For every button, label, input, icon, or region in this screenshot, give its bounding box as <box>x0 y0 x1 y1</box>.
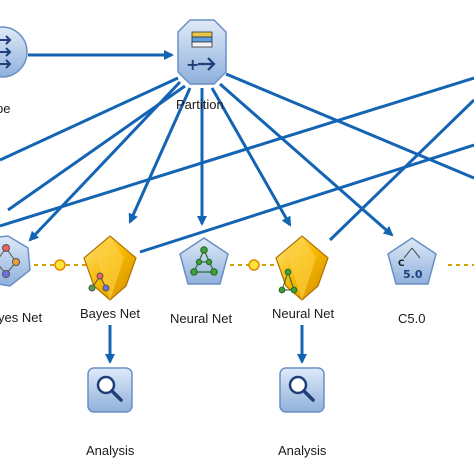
bayes-net-nugget-node[interactable]: Bayes Net <box>80 235 140 321</box>
neural-net-nugget-icon <box>278 268 298 294</box>
magnifier-icon <box>96 375 123 402</box>
c50-model-shape[interactable] <box>387 237 437 285</box>
partition-node-label: Partition <box>176 97 224 112</box>
analysis-node-2-label: Analysis <box>278 443 327 458</box>
edge-partition-to-right-offscreen <box>225 72 474 180</box>
edge-partition-to-c50 <box>219 82 394 237</box>
edge-right-to-neural-nugget <box>328 98 474 242</box>
link-bayes-star <box>54 259 66 271</box>
type-icon <box>0 35 12 69</box>
edge-right-to-left <box>0 76 474 228</box>
bayes-net-nugget-icon <box>88 272 110 292</box>
edge-right-to-bayes-nugget <box>139 143 474 254</box>
model-links <box>34 259 474 271</box>
bayes-net-model-node[interactable]: yes Net <box>0 235 42 325</box>
edge-partition-to-bayes-nugget <box>128 87 192 224</box>
bayes-net-nugget-label: Bayes Net <box>80 306 140 321</box>
type-node[interactable]: pe <box>0 26 28 116</box>
edge-partition-to-neural-nugget <box>210 87 292 227</box>
partition-node-shape[interactable] <box>177 19 227 85</box>
neural-net-icon <box>190 246 218 276</box>
neural-net-model-node[interactable]: Neural Net <box>170 237 233 326</box>
edge-partition-to-neural-model-a <box>7 84 186 212</box>
analysis-node-1[interactable]: Analysis <box>86 367 135 458</box>
svg-text:C: C <box>398 259 405 269</box>
c50-model-node[interactable]: C 5.0 C5.0 <box>387 237 437 326</box>
analysis-node-2[interactable]: Analysis <box>278 367 327 458</box>
edges <box>0 50 474 364</box>
analysis-node-1-label: Analysis <box>86 443 135 458</box>
neural-net-model-label: Neural Net <box>170 311 233 326</box>
neural-net-model-shape[interactable] <box>179 237 229 285</box>
bayes-net-icon <box>0 244 20 278</box>
type-node-label: pe <box>0 101 10 116</box>
partition-node[interactable]: + Partition <box>176 19 227 112</box>
magnifier-icon <box>288 375 315 402</box>
c50-model-label: C5.0 <box>398 311 425 326</box>
neural-net-nugget-label: Neural Net <box>272 306 335 321</box>
neural-net-nugget-node[interactable]: Neural Net <box>272 235 335 321</box>
decision-tree-icon: C 5.0 <box>398 247 423 281</box>
partition-icon: + <box>186 31 216 74</box>
bayes-net-model-label: yes Net <box>0 310 42 325</box>
c50-icon-text: 5.0 <box>403 268 423 281</box>
svg-text:+: + <box>186 55 199 74</box>
edge-partition-to-left-offscreen <box>0 76 179 162</box>
link-neural-star <box>248 259 260 271</box>
